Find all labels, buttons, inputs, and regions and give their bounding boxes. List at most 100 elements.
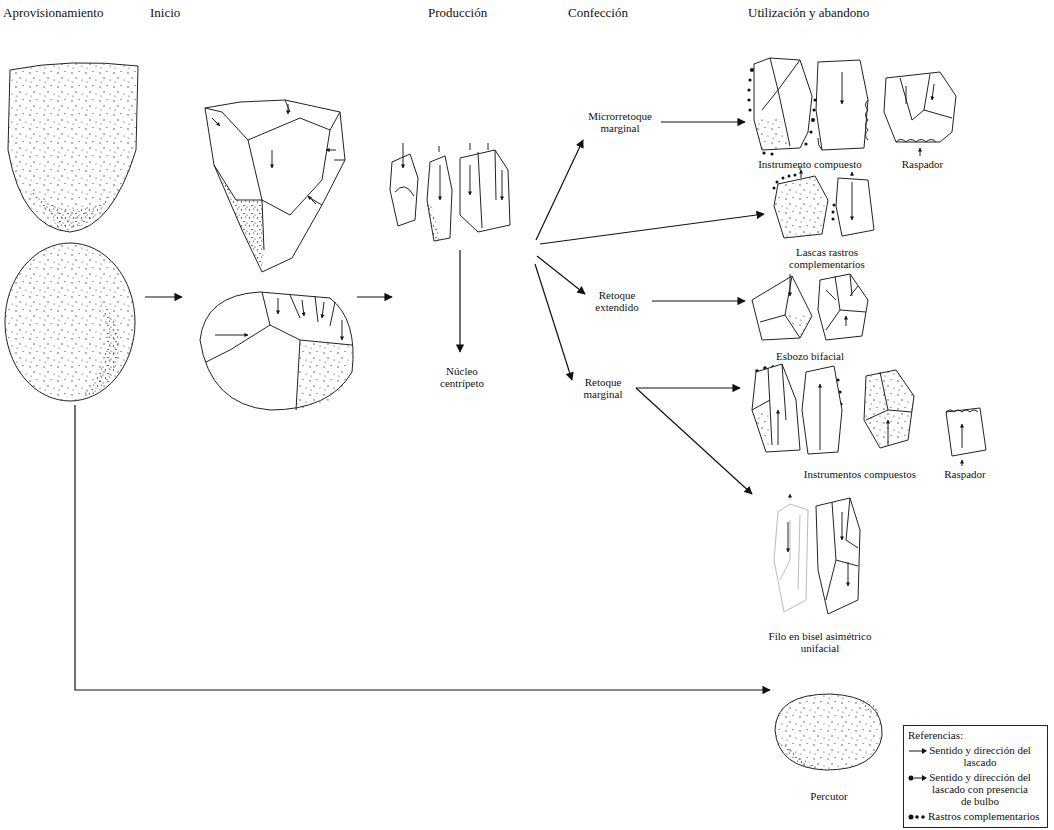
- edge-tool-drawing: [848, 562, 849, 586]
- tool-drawing: [752, 410, 772, 452]
- legend-sample: [908, 811, 928, 823]
- tool-drawing: [752, 364, 800, 452]
- trace-dots: [748, 78, 751, 81]
- caption-text: Retoque marginal: [575, 376, 631, 400]
- flow-arrow: [357, 296, 392, 297]
- edge-tool-drawing: [788, 522, 789, 552]
- flow-arrow: [459, 250, 460, 352]
- trace-dots: [747, 88, 750, 91]
- core-drawing: [288, 104, 289, 114]
- tool-drawing: [946, 410, 978, 448]
- edge-tool-drawing: [816, 498, 860, 614]
- edge-tool-drawing: [774, 504, 808, 612]
- tool-drawing: [946, 408, 986, 456]
- core-drawing: [326, 150, 336, 151]
- trace-dots: [811, 118, 815, 122]
- core-drawing: [278, 298, 279, 314]
- tool-drawing: [962, 460, 963, 466]
- flake-drawing: [390, 154, 418, 226]
- trace-dots: [747, 98, 750, 101]
- process-label: Retoque extendido: [584, 287, 650, 315]
- legend-sample: [908, 772, 928, 784]
- tool-drawing: [754, 118, 790, 150]
- caption-text: Lascas rastros complementarios: [777, 246, 877, 270]
- pebble-drawing: [5, 243, 135, 401]
- tool-drawing: [906, 84, 934, 104]
- flake-drawing: [774, 166, 874, 238]
- biface-drawing: [790, 274, 791, 296]
- caption-text: Filo en bisel asimétrico unifacial: [755, 630, 885, 654]
- trace-dots: [782, 177, 785, 180]
- flake-drawing: [427, 205, 440, 241]
- trace-dots: [770, 152, 773, 155]
- trace-dots: [762, 151, 765, 154]
- process-label: Núcleo centrípeto: [428, 363, 496, 391]
- legend-box: Referencias:Sentido y dirección del lasc…: [903, 725, 1048, 828]
- hammerstone-drawing: [778, 742, 826, 770]
- core-drawing: [302, 300, 304, 316]
- trace-dots: [776, 181, 779, 184]
- core-drawing: [205, 100, 345, 272]
- core-drawing: [206, 292, 352, 410]
- biface-drawing: [826, 286, 858, 326]
- trace-dots: [748, 108, 751, 111]
- flow-arrow: [536, 140, 583, 240]
- legend-dot: [915, 815, 919, 819]
- tool-drawing: [864, 370, 914, 448]
- hammerstone-drawing: [775, 694, 882, 770]
- core-drawing: [215, 335, 248, 336]
- edge-tool-drawing: [842, 512, 843, 540]
- caption-text: Raspador: [944, 468, 986, 480]
- flake-drawing: [836, 178, 874, 236]
- flake-drawing: [403, 143, 404, 168]
- flake-drawing: [478, 150, 496, 228]
- tool-drawing: [866, 372, 912, 420]
- trace-dots: [832, 211, 835, 214]
- tool-drawing: [754, 58, 956, 156]
- tool-drawing: [818, 100, 868, 150]
- tool-drawing: [900, 74, 952, 120]
- legend-text: Sentido y dirección del lascado con pres…: [928, 771, 1032, 807]
- column-header: Producción: [428, 5, 487, 20]
- trace-dots: [833, 204, 836, 207]
- column-header: Utilización y abandono: [748, 5, 869, 20]
- tool-drawing: [820, 384, 821, 450]
- tool-group: Percutor: [770, 690, 888, 802]
- tool-drawing: [884, 72, 956, 142]
- flow-arrow: [145, 296, 182, 297]
- trace-dots: [809, 130, 812, 133]
- flow-connector: [636, 387, 740, 388]
- tool-drawing: [778, 410, 779, 445]
- column-header: Inicio: [150, 5, 180, 20]
- flake-drawing: [439, 146, 440, 200]
- edge-tool-drawing: [790, 494, 791, 500]
- biface-drawing: [785, 315, 812, 338]
- flake-drawing: [395, 187, 414, 196]
- flake-drawing: [470, 143, 471, 195]
- pebble-drawing: [5, 63, 138, 401]
- flake-drawing: [852, 172, 853, 176]
- tool-group: Instrumentos compuestos: [740, 362, 922, 480]
- column-header: Aprovisionamiento: [3, 5, 103, 20]
- flake-drawing: [852, 182, 853, 220]
- hammerstone-drawing: [858, 698, 880, 716]
- legend-row: Sentido y dirección del lascado con pres…: [908, 771, 1043, 807]
- core-drawing: [212, 118, 220, 126]
- trace-dots: [773, 187, 776, 190]
- tool-drawing: [920, 148, 921, 156]
- caption-text: Instrumento compuesto: [758, 158, 862, 170]
- flow-connector: [636, 388, 752, 494]
- tool-drawing: [888, 420, 889, 445]
- flake-drawing: [774, 176, 828, 238]
- tool-drawing: [896, 140, 936, 143]
- flake-drawing: [390, 143, 510, 241]
- legend-dot: [921, 815, 925, 819]
- core-drawing: [214, 165, 264, 272]
- core-drawing: [272, 150, 273, 168]
- legend-dot: [909, 815, 914, 820]
- biface-drawing: [826, 274, 866, 330]
- trace-dots: [832, 218, 835, 221]
